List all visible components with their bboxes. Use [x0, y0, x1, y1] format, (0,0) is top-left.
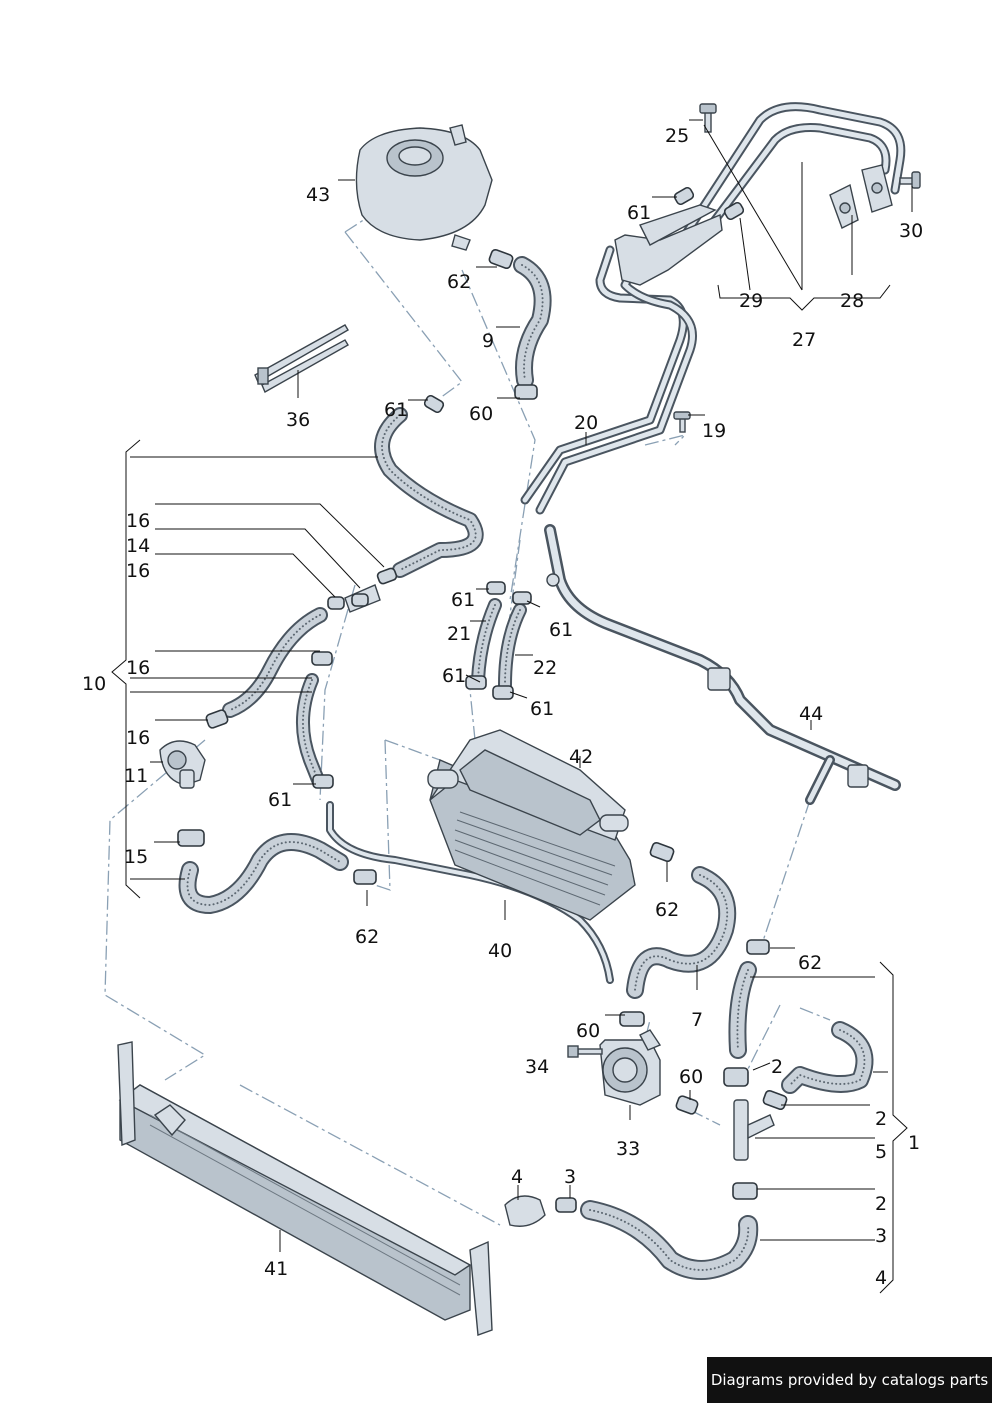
callout-3: 3 — [875, 1225, 887, 1247]
callout-22: 22 — [533, 657, 557, 679]
callout-61: 61 — [442, 665, 466, 687]
callout-60: 60 — [576, 1020, 600, 1042]
callout-40: 41 — [264, 1258, 288, 1280]
callout-labels: 43 62 9 36 61 60 25 61 30 29 28 27 19 20… — [82, 125, 923, 1289]
callout-61: 61 — [268, 789, 292, 811]
assembly-lines — [104, 189, 831, 1226]
bolt-25 — [699, 103, 717, 133]
callout-2: 2 — [875, 1193, 887, 1215]
clamps — [177, 186, 788, 1213]
hose-7 — [626, 866, 737, 999]
oil-cooler-41 — [427, 729, 636, 921]
callout-9: 9 — [482, 330, 494, 352]
callout-25: 25 — [665, 125, 689, 147]
callout-62: 62 — [798, 952, 822, 974]
bolt-30 — [899, 171, 921, 189]
pipe-group-27 — [520, 102, 906, 515]
callout-34: 34 — [525, 1056, 549, 1078]
bracket-10 — [111, 439, 141, 899]
callout-62: 62 — [355, 926, 379, 948]
callout-16: 16 — [126, 727, 150, 749]
callout-29: 29 — [739, 290, 763, 312]
hose-21 — [471, 598, 502, 687]
callout-28: 28 — [840, 290, 864, 312]
expansion-tank-42 — [355, 124, 493, 251]
hose-1-lower — [580, 1200, 759, 1280]
callout-14: 14 — [126, 535, 150, 557]
callout-27: 27 — [792, 329, 816, 351]
leader-lines — [130, 119, 913, 1252]
callout-15: 15 — [124, 846, 148, 868]
callout-61: 61 — [627, 202, 651, 224]
callout-61: 61 — [451, 589, 475, 611]
gasket-28 — [829, 183, 859, 229]
callout-62: 62 — [655, 899, 679, 921]
callout-1: 1 — [908, 1132, 920, 1154]
callout-16: 16 — [126, 510, 150, 532]
callout-4: 4 — [511, 1166, 523, 1188]
callout-61: 61 — [384, 399, 408, 421]
radiator-40 — [117, 1041, 493, 1336]
connector-4 — [504, 1195, 546, 1227]
cable-tie-36 — [254, 324, 349, 393]
pipe-43 — [544, 524, 901, 805]
flange-27 — [861, 164, 893, 213]
hose-10-lower — [178, 833, 349, 914]
hose-9 — [513, 256, 552, 389]
hose-10-upper — [374, 407, 484, 578]
callout-19: 19 — [702, 420, 726, 442]
hoses — [178, 256, 874, 1280]
callout-7: 7 — [691, 1009, 703, 1031]
callout-21: 21 — [447, 623, 471, 645]
callout-62: 62 — [447, 271, 471, 293]
callout-16: 16 — [126, 657, 150, 679]
callout-2: 2 — [771, 1056, 783, 1078]
bolt-34 — [567, 1045, 603, 1058]
callout-42: 43 — [306, 184, 330, 206]
bolt-19 — [673, 411, 691, 433]
callout-44: 40 — [488, 940, 512, 962]
callout-60: 60 — [469, 403, 493, 425]
pump-33 — [599, 1029, 662, 1106]
callout-61: 61 — [530, 698, 554, 720]
callout-4: 4 — [875, 1267, 887, 1289]
hose-10-middle — [222, 607, 328, 787]
callout-20: 20 — [574, 412, 598, 434]
valve-11 — [159, 740, 206, 789]
callout-2: 2 — [875, 1108, 887, 1130]
callout-16: 16 — [126, 560, 150, 582]
bracket-1 — [879, 961, 908, 1294]
callout-41: 42 — [569, 746, 593, 768]
callout-36: 36 — [286, 409, 310, 431]
hose-22 — [498, 603, 527, 692]
callout-43: 44 — [799, 703, 823, 725]
callout-3: 3 — [564, 1166, 576, 1188]
callout-33: 33 — [616, 1138, 640, 1160]
callout-61: 61 — [549, 619, 573, 641]
callout-10: 10 — [82, 673, 106, 695]
callout-60: 60 — [679, 1066, 703, 1088]
hose-1-upper — [728, 961, 874, 1094]
callout-30: 30 — [899, 220, 923, 242]
bracket-27 — [717, 284, 891, 311]
callout-11: 11 — [124, 765, 148, 787]
callout-5: 5 — [875, 1141, 887, 1163]
tee-5 — [733, 1099, 775, 1161]
footer-credit: Diagrams provided by catalogs parts — [707, 1357, 992, 1403]
